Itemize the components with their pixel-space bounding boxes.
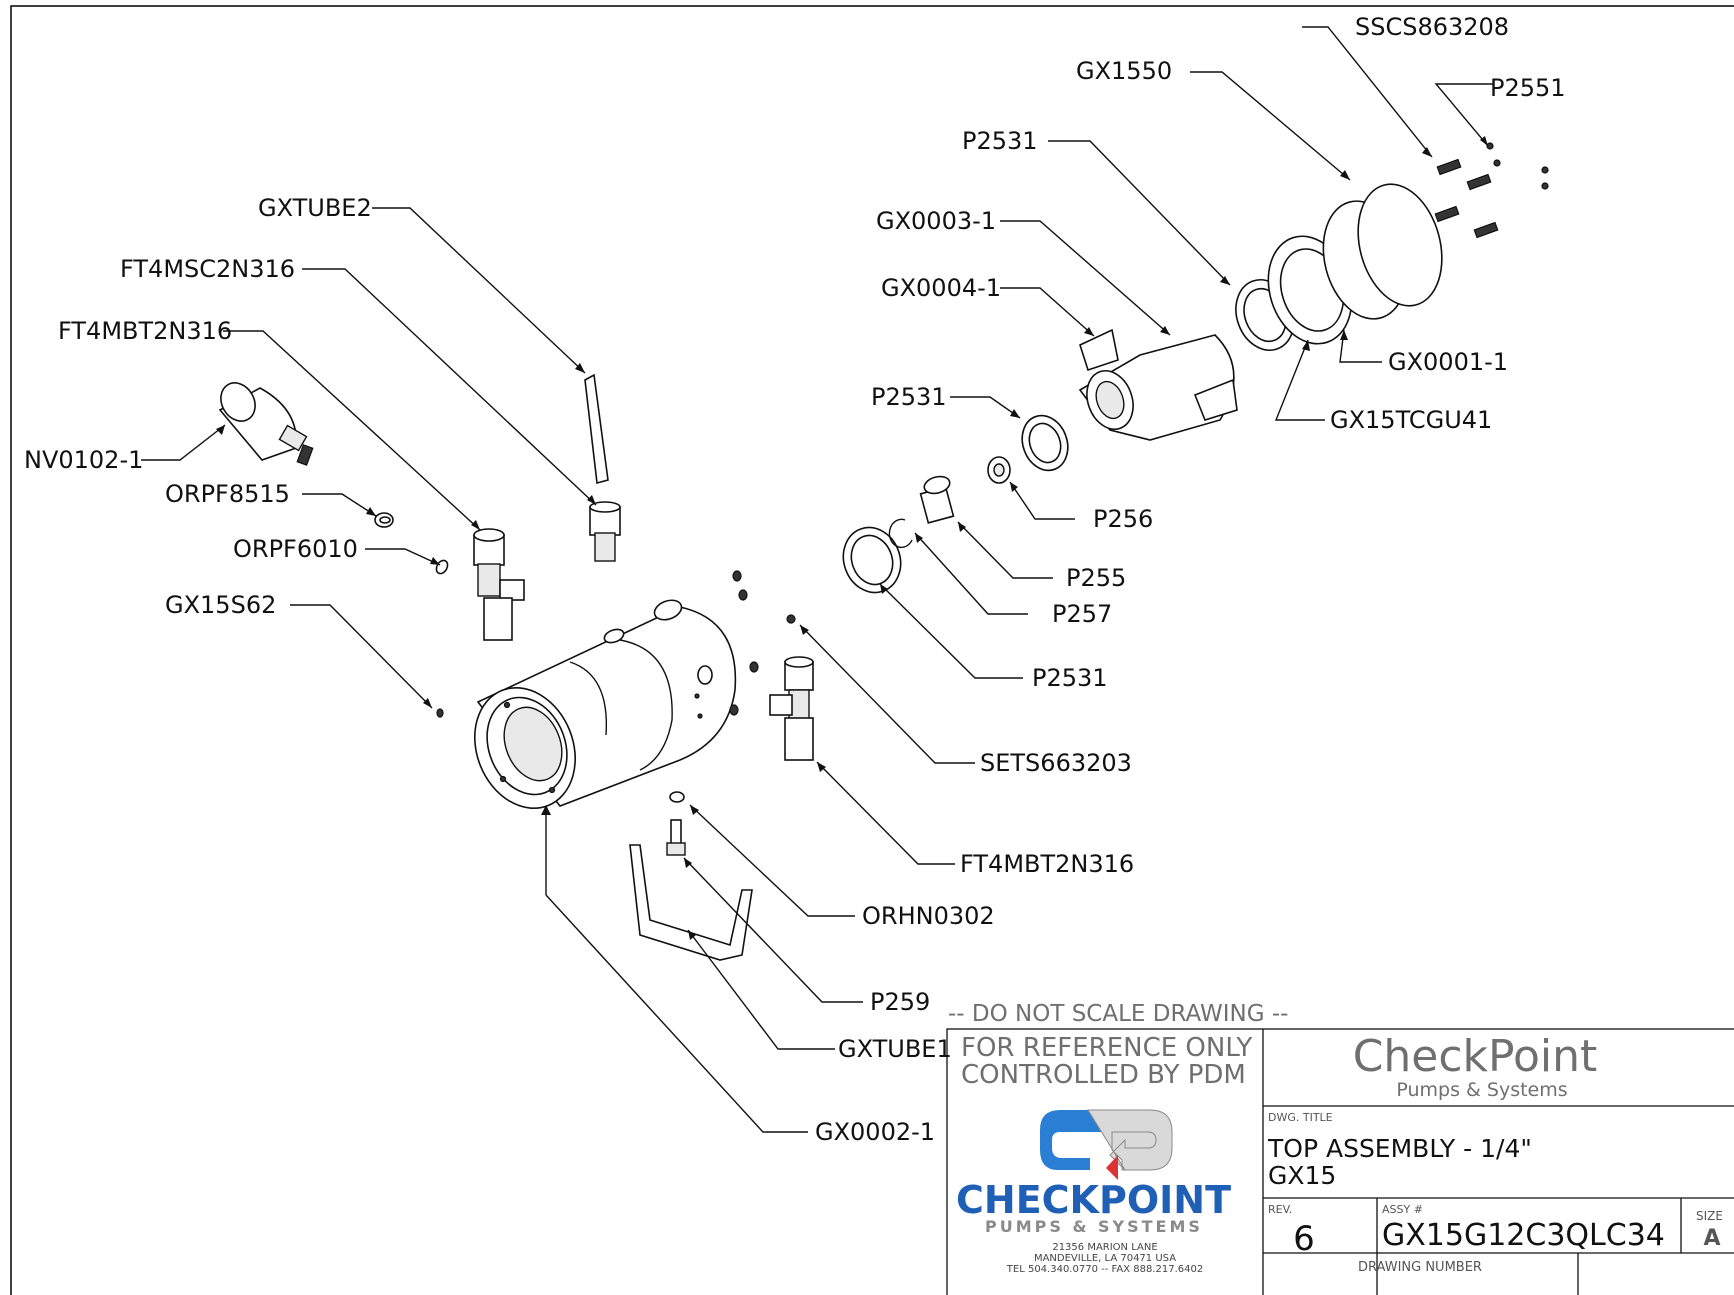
callout-label: P256 — [1093, 505, 1153, 533]
cartridge-part — [1078, 328, 1238, 441]
reference-line-2: CONTROLLED BY PDM — [961, 1060, 1246, 1090]
assy-value: GX15G12C3QLC34 — [1382, 1218, 1665, 1253]
callout-label: GXTUBE1 — [838, 1035, 952, 1063]
dwg-title-label: DWG. TITLE — [1268, 1111, 1333, 1124]
callout-label: GX1550 — [1076, 57, 1172, 85]
rev-value: 6 — [1293, 1219, 1315, 1259]
tube-1 — [629, 844, 753, 961]
rings-and-bushings — [842, 414, 1069, 594]
callout-label: GX0003-1 — [876, 207, 996, 235]
rev-label: REV. — [1268, 1203, 1292, 1216]
callout-label: GX0002-1 — [815, 1118, 935, 1146]
callout-label: ORHN0302 — [862, 902, 995, 930]
callout-label: FT4MBT2N316 — [58, 317, 232, 345]
connector-fitting — [589, 501, 621, 562]
assy-label: ASSY # — [1382, 1203, 1423, 1216]
callout-label: SETS663203 — [980, 749, 1132, 777]
company-logo: CHECKPOINT PUMPS & SYSTEMS — [956, 1109, 1231, 1236]
reference-line-1: FOR REFERENCE ONLY — [961, 1033, 1252, 1063]
logo-text: CHECKPOINT — [956, 1178, 1231, 1222]
set-screws — [436, 570, 796, 718]
logo-subtitle: PUMPS & SYSTEMS — [985, 1217, 1203, 1236]
callout-label: SSCS863208 — [1355, 13, 1509, 41]
drawing-number-label: DRAWING NUMBER — [1358, 1260, 1482, 1275]
callout-label: GXTUBE2 — [258, 194, 372, 222]
callout-label: GX0004-1 — [881, 274, 1001, 302]
callout-label: P2531 — [962, 127, 1038, 155]
callout-label: P257 — [1052, 600, 1112, 628]
callout-label: P2551 — [1490, 74, 1566, 102]
seal-and-plates — [1235, 183, 1443, 351]
tee-fitting-right — [769, 656, 814, 761]
callout-label: P255 — [1066, 564, 1126, 592]
tee-fitting-left — [473, 528, 525, 641]
address-line-1: 21356 MARION LANE — [1052, 1242, 1157, 1253]
address-line-2: MANDEVILLE, LA 70471 USA — [1034, 1253, 1176, 1264]
address-line-3: TEL 504.340.0770 -- FAX 888.217.6402 — [1006, 1264, 1203, 1275]
callout-labels: SSCS863208 P2551 GX1550 P2531 GX0003-1 G… — [24, 13, 1566, 1146]
callout-label: GX15S62 — [165, 591, 276, 619]
sheet-border — [10, 5, 1734, 1295]
callout-leaders — [141, 26, 1493, 1133]
main-body-part — [473, 599, 737, 810]
scale-note: -- DO NOT SCALE DRAWING -- — [948, 1001, 1288, 1027]
dwg-title-line-2: GX15 — [1268, 1161, 1336, 1190]
title-block: -- DO NOT SCALE DRAWING -- FOR REFERENCE… — [946, 1001, 1734, 1295]
size-label: SIZE — [1696, 1209, 1723, 1223]
tube-2 — [584, 373, 609, 485]
callout-label: ORPF6010 — [233, 535, 358, 563]
callout-label: P2531 — [871, 383, 947, 411]
needle-valve-part — [218, 382, 314, 466]
size-value: A — [1703, 1226, 1720, 1251]
screws — [1434, 142, 1549, 239]
callout-label: NV0102-1 — [24, 446, 143, 474]
callout-label: P2531 — [1032, 664, 1108, 692]
callout-label: FT4MSC2N316 — [120, 255, 295, 283]
callout-label: FT4MBT2N316 — [960, 850, 1134, 878]
dwg-title-line-1: TOP ASSEMBLY - 1/4" — [1267, 1134, 1532, 1163]
callout-label: ORPF8515 — [165, 480, 290, 508]
callout-label: GX15TCGU41 — [1330, 406, 1492, 434]
parts-illustration — [218, 142, 1549, 961]
company-subtitle: Pumps & Systems — [1396, 1079, 1567, 1101]
callout-label: P259 — [870, 988, 930, 1016]
callout-label: GX0001-1 — [1388, 348, 1508, 376]
company-name: CheckPoint — [1353, 1031, 1598, 1082]
